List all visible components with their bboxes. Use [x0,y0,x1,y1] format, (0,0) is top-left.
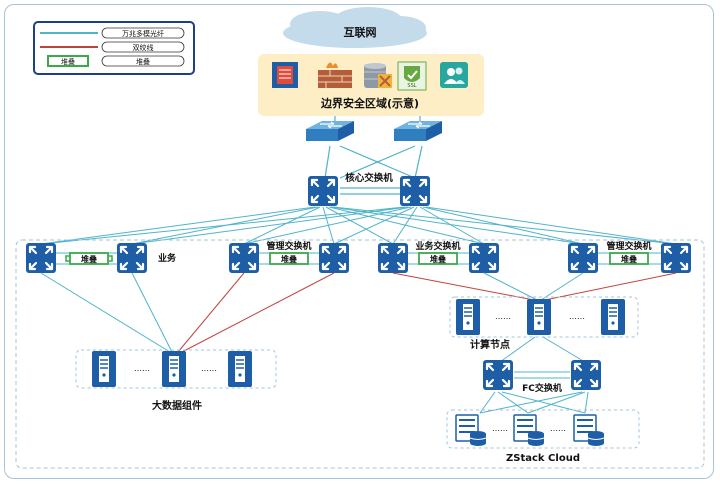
waf-icon [318,62,352,88]
core-switch-right [398,174,432,208]
compute-dots-1: …… [495,312,511,321]
compute-dots-2: …… [569,312,585,321]
access-switch-1b [115,241,149,275]
switch-group-mgmt-2: 堆叠 管理交换机 [566,240,693,275]
access-switch-2a [227,241,261,275]
router-left [305,120,355,142]
access-layer-region [15,239,705,469]
access-switch-2b [317,241,351,275]
access-switch-4a [566,241,600,275]
bigdata-server-1 [91,350,117,388]
core-switch-left [306,174,340,208]
storage-icon-3 [573,414,605,447]
internet-cloud: 互联网 [283,7,427,48]
compute-server-2 [526,298,552,336]
firewall-icon [272,62,298,88]
switch-group-business-1: 堆叠 业务 [24,241,177,275]
security-zone: SSL 边界安全区域(示意) [258,54,484,116]
router-right [393,120,443,142]
switch-group-label-4: 管理交换机 [606,240,651,252]
storage-icon-1 [455,414,487,447]
legend-stack-key-text: 堆叠 [61,57,75,66]
compute-group: …… …… 计算节点 [449,296,639,351]
internet-label: 互联网 [344,25,377,39]
legend: 万兆多模光纤 双绞线 堆叠 堆叠 [33,21,195,75]
bigdata-group: …… …… 大数据组件 [75,349,277,412]
switch-group-label-1: 业务 [158,252,177,264]
access-switch-4b [659,241,693,275]
bigdata-server-2 [161,350,187,388]
legend-stack-key [47,55,89,67]
legend-fiber-label: 万兆多模光纤 [122,29,164,38]
storage-icon-2 [513,414,545,447]
compute-server-1 [455,298,481,336]
storage-dots-1: …… [492,424,508,433]
storage-group: …… …… ZStack Cloud [446,409,640,464]
storage-dots-2: …… [550,424,566,433]
core-stack-link [340,187,400,195]
stack-label-4: 堆叠 [621,254,637,264]
switch-group-business-2: 堆叠 业务交换机 [376,240,501,275]
core-label: 核心交换机 [345,172,393,184]
bigdata-links [40,272,335,353]
svg-text:SSL: SSL [407,83,416,89]
switch-group-label-2: 管理交换机 [266,240,311,252]
switch-group-label-3: 业务交换机 [415,240,460,252]
legend-twisted-label: 双绞线 [133,43,154,52]
stack-label-2: 堆叠 [281,254,297,264]
security-zone-label: 边界安全区域(示意) [320,96,419,110]
access-switch-3a [376,241,410,275]
bigdata-dots-2: …… [201,364,217,373]
fc-label: FC交换机 [522,382,562,394]
storage-label: ZStack Cloud [506,453,580,464]
diagram-frame [4,4,714,479]
bigdata-server-3 [227,350,253,388]
switch-group-mgmt-1: 堆叠 管理交换机 [227,240,351,275]
audit-icon [440,62,468,88]
access-switch-3b [467,241,501,275]
compute-server-3 [600,298,626,336]
core-to-access-links [40,206,677,245]
access-switch-1a [24,241,58,275]
fc-switch-left [481,358,515,392]
bigdata-dots-1: …… [134,364,150,373]
compute-links [392,272,677,301]
stack-label-1: 堆叠 [81,254,97,264]
bigdata-label: 大数据组件 [152,399,202,412]
legend-stack-label: 堆叠 [136,57,150,66]
compute-label: 计算节点 [470,338,510,351]
ips-icon [364,63,392,88]
fc-switch-right [569,358,603,392]
ssl-vpn-icon: SSL [397,61,427,91]
stack-label-3: 堆叠 [430,254,446,264]
